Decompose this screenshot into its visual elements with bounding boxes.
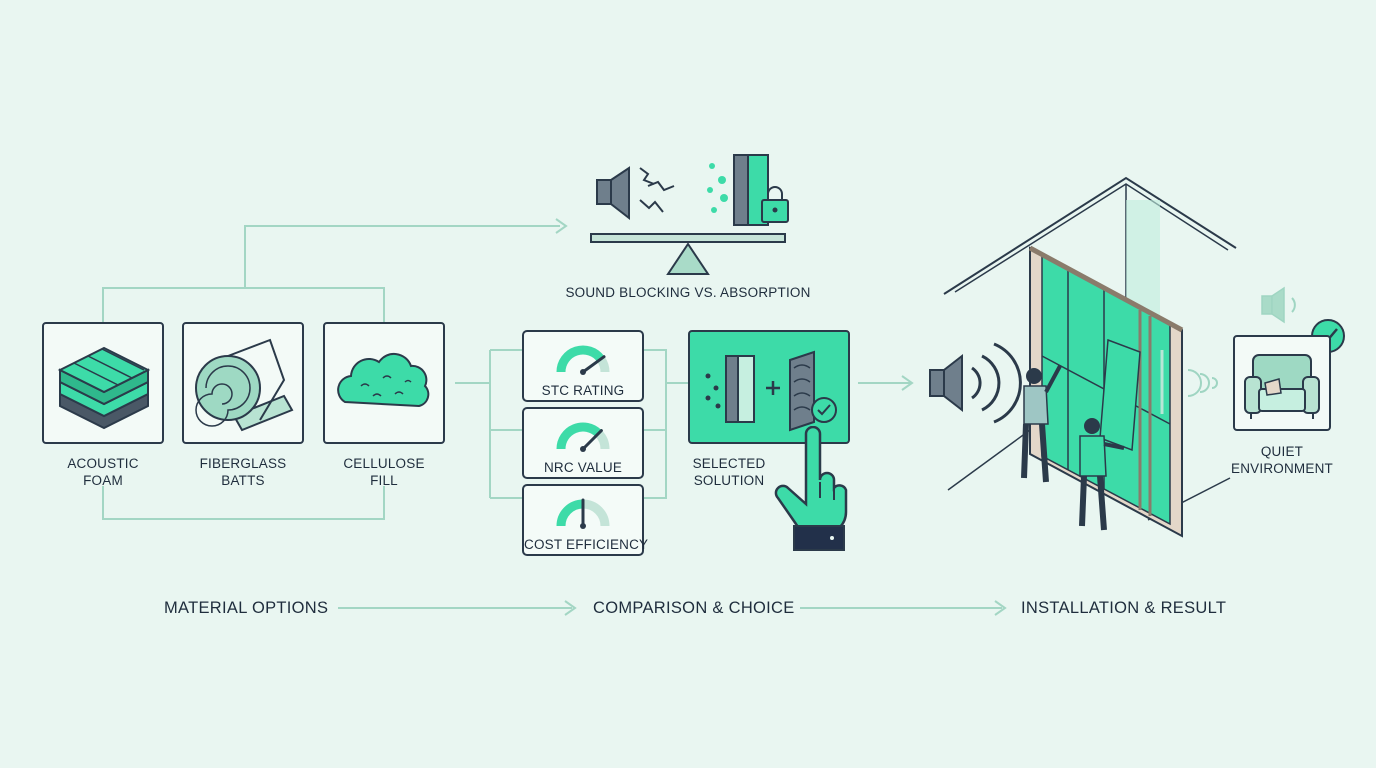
quiet-speaker-icon bbox=[1261, 286, 1296, 324]
gauge-icon bbox=[556, 498, 610, 529]
phase-title-comparison-choice: COMPARISON & CHOICE bbox=[593, 599, 795, 617]
metric-card-cost-efficiency[interactable]: COST EFFICIENCY bbox=[522, 484, 649, 556]
gauge-icon bbox=[556, 345, 610, 375]
cellulose-cloud-icon bbox=[337, 352, 430, 408]
installation-scene bbox=[929, 176, 1237, 538]
material-card-acoustic-foam[interactable] bbox=[42, 322, 164, 444]
arrowheads bbox=[555, 218, 1007, 616]
metric-label: NRC VALUE bbox=[543, 460, 623, 475]
gauge-needle bbox=[581, 355, 606, 374]
phase-title-installation-result: INSTALLATION & RESULT bbox=[1021, 599, 1227, 617]
metric-card-stc-rating[interactable]: STC RATING bbox=[522, 330, 644, 402]
pointing-hand-icon bbox=[774, 426, 848, 551]
metric-label: COST EFFICIENCY bbox=[524, 537, 649, 552]
gauge-needle bbox=[581, 429, 603, 451]
acoustic-foam-icon bbox=[57, 346, 151, 430]
balance-label: SOUND BLOCKING VS. ABSORPTION bbox=[565, 285, 811, 300]
material-card-fiberglass-batts[interactable] bbox=[182, 322, 304, 444]
selected-solution-card[interactable] bbox=[688, 330, 850, 444]
material-connectors bbox=[102, 225, 1002, 609]
metric-card-nrc-value[interactable]: NRC VALUE bbox=[522, 407, 644, 479]
armchair-icon bbox=[1244, 354, 1320, 419]
quiet-environment-card[interactable] bbox=[1233, 335, 1331, 431]
gauge-icon bbox=[556, 422, 610, 452]
phase-title-material-options: MATERIAL OPTIONS bbox=[164, 599, 329, 617]
fiberglass-roll-icon bbox=[195, 338, 294, 432]
solution-combo-icon bbox=[705, 350, 837, 432]
balance-scale-icon bbox=[590, 154, 789, 275]
material-card-cellulose-fill[interactable] bbox=[323, 322, 445, 444]
metric-label: STC RATING bbox=[541, 383, 625, 398]
